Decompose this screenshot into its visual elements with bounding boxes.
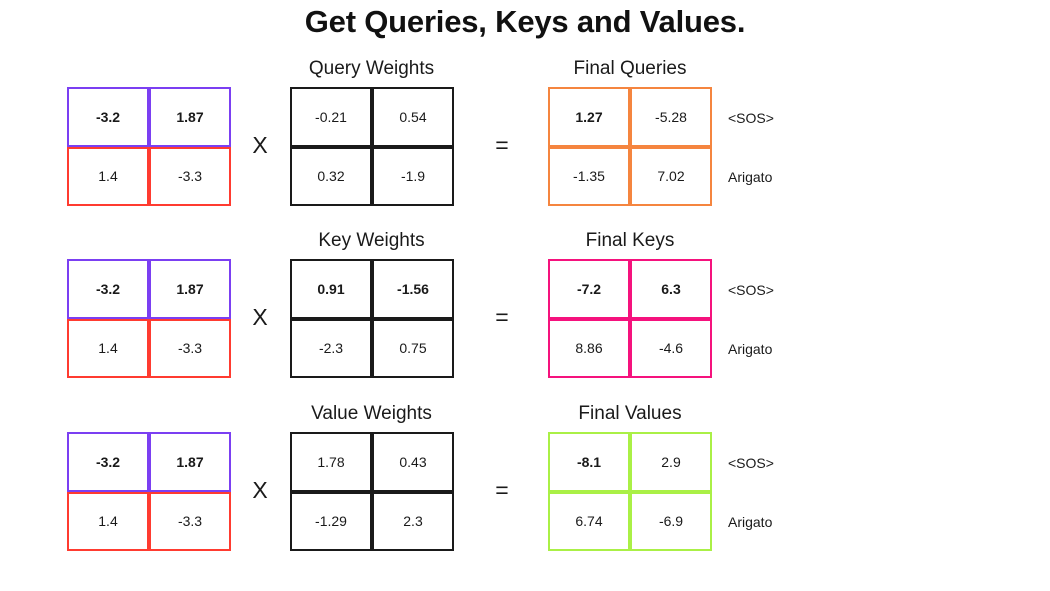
equals-operator: = (495, 477, 509, 503)
matrix-cell: 0.32 (290, 146, 372, 206)
row-label-sos: <SOS> (728, 110, 774, 126)
matrix-cell: 1.87 (149, 259, 231, 319)
matrix-cell: -3.3 (149, 491, 231, 551)
matrix-cell: 6.74 (548, 491, 630, 551)
multiply-operator: X (252, 132, 268, 158)
matrix-cell: -1.29 (290, 491, 372, 551)
matrix-cell: 6.3 (630, 259, 712, 319)
key-weights-heading: Key Weights (318, 230, 425, 251)
page-title: Get Queries, Keys and Values. (304, 4, 746, 39)
multiply-operator: X (252, 477, 268, 503)
matrix-cell: 1.87 (149, 432, 231, 492)
matrix-cell: 2.9 (630, 432, 712, 492)
matrix-cell: -0.21 (290, 87, 372, 147)
matrix-cell: -1.56 (372, 259, 454, 319)
matrix-cell: 1.78 (290, 432, 372, 492)
query-weights-heading: Query Weights (308, 58, 435, 79)
matrix-cell: -1.35 (548, 146, 630, 206)
matrix-cell: 0.91 (290, 259, 372, 319)
matrix-cell: 1.87 (149, 87, 231, 147)
matrix-cell: 1.4 (67, 318, 149, 378)
matrix-cell: -6.9 (630, 491, 712, 551)
matrix-cell: 0.75 (372, 318, 454, 378)
matrix-cell: 7.02 (630, 146, 712, 206)
matrix-cell: -3.2 (67, 259, 149, 319)
matrix-cell: 1.4 (67, 146, 149, 206)
matrix-cell: -3.3 (149, 318, 231, 378)
matrix-cell: 8.86 (548, 318, 630, 378)
row-label-arigato: Arigato (728, 514, 773, 530)
multiply-operator: X (252, 304, 268, 330)
matrix-cell: 1.4 (67, 491, 149, 551)
matrix-cell: -8.1 (548, 432, 630, 492)
matrix-cell: -3.2 (67, 87, 149, 147)
matrix-cell: -2.3 (290, 318, 372, 378)
matrix-cell: -5.28 (630, 87, 712, 147)
matrix-cell: 0.43 (372, 432, 454, 492)
matrix-cell: -3.3 (149, 146, 231, 206)
row-label-sos: <SOS> (728, 455, 774, 471)
matrix-cell: -7.2 (548, 259, 630, 319)
matrix-cell: -3.2 (67, 432, 149, 492)
row-label-arigato: Arigato (728, 341, 773, 357)
equals-operator: = (495, 132, 509, 158)
matrix-cell: 2.3 (372, 491, 454, 551)
matrix-cell: 1.27 (548, 87, 630, 147)
equals-operator: = (495, 304, 509, 330)
row-label-sos: <SOS> (728, 282, 774, 298)
row-label-arigato: Arigato (728, 169, 773, 185)
matrix-cell: -4.6 (630, 318, 712, 378)
final-values-heading: Final Values (578, 403, 682, 424)
final-queries-heading: Final Queries (573, 58, 687, 79)
value-weights-heading: Value Weights (311, 403, 432, 424)
matrix-cell: -1.9 (372, 146, 454, 206)
matrix-cell: 0.54 (372, 87, 454, 147)
final-keys-heading: Final Keys (585, 230, 675, 251)
